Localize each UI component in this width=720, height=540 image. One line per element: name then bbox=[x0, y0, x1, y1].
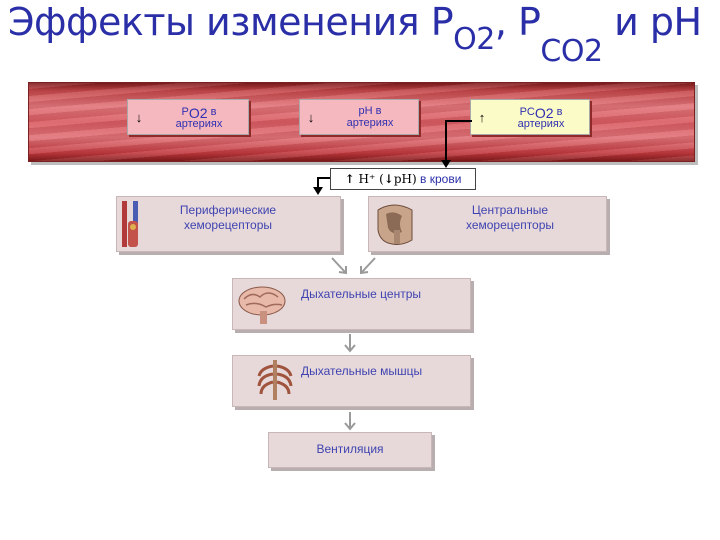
po2-arteries-label: PO2 в артериях bbox=[175, 105, 223, 130]
center-to-muscle-arrow bbox=[344, 334, 356, 353]
arrowhead-icon bbox=[313, 187, 323, 195]
artery-band: ↓ PO2 в артериях ↓ pH в артериях ↑ PCO2 … bbox=[28, 82, 695, 162]
arrow-up-icon: ↑ bbox=[478, 109, 486, 125]
connector-pco2-hplus bbox=[445, 120, 472, 166]
hplus-blood-box: ↑ H⁺ (↓pH) в крови bbox=[330, 168, 476, 190]
ventilation-box: Вентиляция bbox=[268, 432, 432, 468]
arrow-down-icon: ↓ bbox=[383, 172, 394, 186]
pco2-arteries-box: ↑ PCO2 в артериях bbox=[470, 99, 590, 135]
ribcage-icon bbox=[257, 360, 293, 400]
muscle-to-ventilation-arrow bbox=[344, 412, 356, 431]
arrow-up-icon: ↑ bbox=[344, 172, 355, 186]
carotid-artery-icon bbox=[122, 201, 138, 247]
pco2-arteries-label: PCO2 в артериях bbox=[517, 105, 565, 130]
page-title: Эффекты изменения PO2, PCO2 и pH bbox=[8, 0, 702, 69]
ph-arteries-label: pH в артериях bbox=[346, 105, 394, 129]
respiratory-muscles-box: Дыхательные мышцы bbox=[232, 355, 471, 407]
arrow-down-icon: ↓ bbox=[135, 109, 143, 125]
respiratory-centers-box: Дыхательные центры bbox=[232, 278, 471, 330]
respiratory-centers-label: Дыхательные центры bbox=[301, 287, 422, 301]
ph-arteries-box: ↓ pH в артериях bbox=[299, 99, 419, 135]
brain-icon bbox=[238, 286, 286, 324]
respiratory-muscles-label: Дыхательные мышцы bbox=[301, 364, 423, 378]
ventilation-label: Вентиляция bbox=[316, 442, 384, 456]
chemo-to-center-arrows bbox=[331, 257, 376, 275]
brain-section-icon bbox=[377, 204, 413, 245]
po2-arteries-box: ↓ PO2 в артериях bbox=[127, 99, 249, 135]
arrowhead-icon bbox=[441, 160, 451, 168]
arrow-down-icon: ↓ bbox=[307, 109, 315, 125]
